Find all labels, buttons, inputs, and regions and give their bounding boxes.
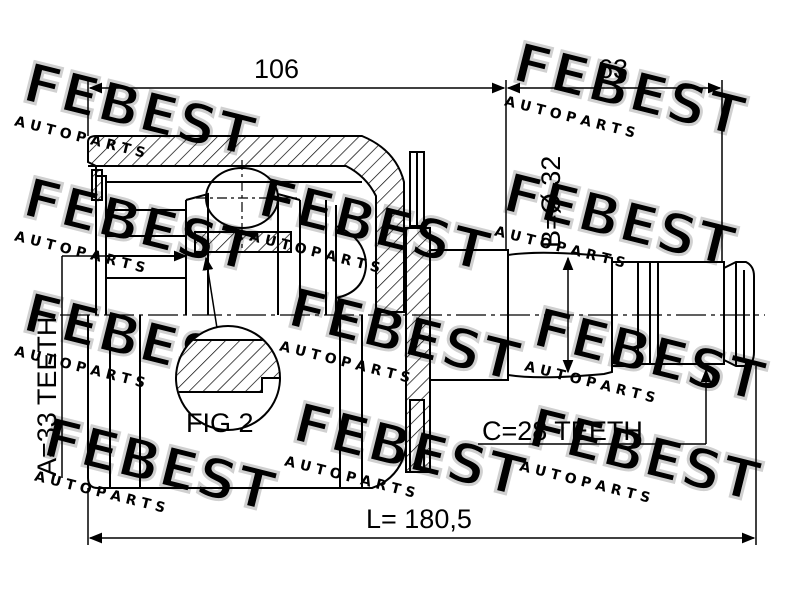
housing-wall-upper: [87, 135, 405, 313]
watermark-logo: FEBEST A U T O P A R T S: [503, 29, 753, 152]
dim-length-label: L= 180,5: [366, 504, 472, 534]
spider-hub: [194, 231, 292, 253]
teeth-c-label: C=28 TEETH: [482, 416, 643, 446]
dimension-lines: [61, 80, 757, 545]
dim-63-label: 63: [598, 54, 628, 84]
dim-diameter-label: B=Ø 32: [536, 156, 566, 248]
joint-housing: [87, 135, 407, 489]
flange: [405, 151, 431, 473]
housing-body-lower: [87, 315, 407, 489]
watermark-logo: FEBEST A U T O P A R T S: [493, 159, 743, 282]
dim-106-label: 106: [254, 54, 299, 84]
fig2-label: FIG 2: [186, 408, 254, 438]
fig2-detail: [175, 325, 281, 431]
teeth-a-label: A=33 TEETH: [32, 317, 62, 476]
shaft: [430, 249, 755, 381]
